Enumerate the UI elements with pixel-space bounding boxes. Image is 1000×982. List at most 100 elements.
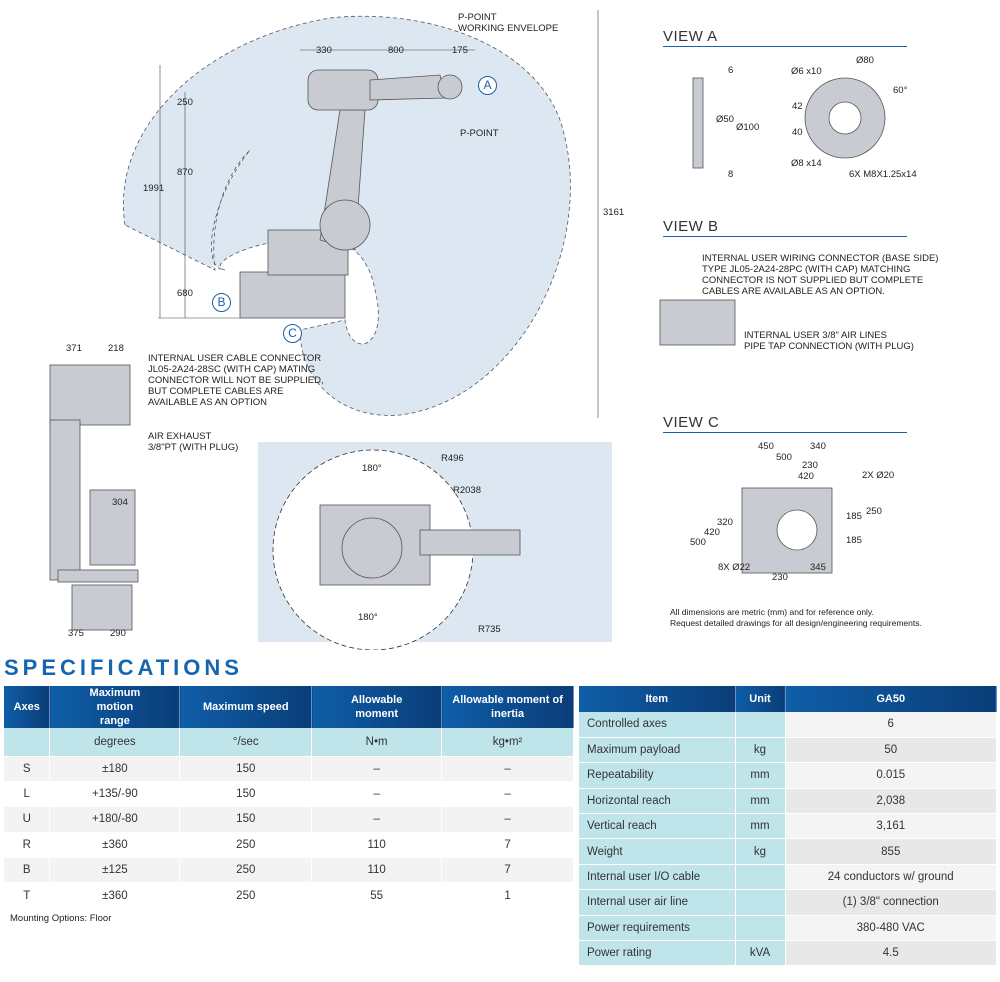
unit-cell <box>4 728 51 757</box>
table-cell: Horizontal reach <box>579 788 736 815</box>
table-cell: kg <box>735 838 786 865</box>
dim-40: 40 <box>792 127 803 138</box>
table-cell: Power requirements <box>579 915 736 942</box>
dim-3161: 3161 <box>603 207 625 218</box>
table-cell: 250 <box>179 857 313 884</box>
angle-60: 60° <box>893 85 908 96</box>
table-cell: mm <box>735 762 786 789</box>
table-cell: 7 <box>441 857 574 884</box>
note-line: INTERNAL USER CABLE CONNECTOR <box>148 353 322 364</box>
col-header: Allowable moment <box>311 686 443 728</box>
table-cell: Internal user air line <box>579 889 736 916</box>
specifications-heading: SPECIFICATIONS <box>4 655 243 680</box>
robot-top-view <box>319 504 521 586</box>
dim-420: 420 <box>704 527 720 538</box>
unit-cell: kg•m² <box>441 728 574 757</box>
table-cell: – <box>311 756 443 782</box>
table-cell: 150 <box>179 756 313 782</box>
table-cell: Maximum payload <box>579 737 736 764</box>
col-header: Unit <box>735 686 786 712</box>
table-cell: 1 <box>441 882 574 909</box>
table-cell: kVA <box>735 940 786 967</box>
table-cell: ±180 <box>49 756 181 782</box>
p-point-label: P-POINT <box>460 128 499 139</box>
dim-175: 175 <box>452 45 468 56</box>
table-cell: 380-480 VAC <box>785 915 997 942</box>
note-line: CONNECTOR IS NOT SUPPLIED BUT COMPLETE <box>702 275 924 286</box>
table-cell <box>735 915 786 942</box>
col-header: Allowable moment of inertia <box>441 686 574 728</box>
table-cell: Vertical reach <box>579 813 736 840</box>
dim-185-b: 185 <box>846 535 862 546</box>
table-cell: +180/-80 <box>49 806 181 833</box>
view-b-title: VIEW B <box>663 218 907 237</box>
dim-42: 42 <box>792 101 803 112</box>
dim-185-a: 185 <box>846 511 862 522</box>
note-line: INTERNAL USER 3/8" AIR LINES <box>744 330 887 341</box>
table-cell: ±360 <box>49 832 181 859</box>
angle-180-top: 180° <box>362 463 382 474</box>
mounting-options: Mounting Options: Floor <box>10 913 112 924</box>
table-cell: 150 <box>179 806 313 833</box>
table-cell: mm <box>735 788 786 815</box>
note-line: AVAILABLE AS AN OPTION <box>148 397 267 408</box>
dim-d50: Ø50 <box>716 114 734 125</box>
dim-500-top: 500 <box>776 452 792 463</box>
table-cell: 50 <box>785 737 997 764</box>
dim-371: 371 <box>66 343 82 354</box>
table-cell: – <box>441 806 574 833</box>
table-cell: Power rating <box>579 940 736 967</box>
table-cell <box>735 864 786 891</box>
table-cell: 7 <box>441 832 574 859</box>
envelope-label-line: P-POINT <box>458 12 497 23</box>
dim-330: 330 <box>316 45 332 56</box>
dim-680: 680 <box>177 288 193 299</box>
dim-d8x14: Ø8 x14 <box>791 158 822 169</box>
note-line: AIR EXHAUST <box>148 431 212 442</box>
unit-cell: N•m <box>311 728 443 757</box>
table-cell: Controlled axes <box>579 712 736 738</box>
col-header: Axes <box>4 686 51 728</box>
technical-drawings <box>49 10 886 650</box>
dim-320: 320 <box>717 517 733 528</box>
table-cell: 250 <box>179 832 313 859</box>
table-cell: 3,161 <box>785 813 997 840</box>
table-cell: 55 <box>311 882 443 909</box>
table-cell: R <box>4 832 51 859</box>
disclaimer-line: Request detailed drawings for all design… <box>670 618 922 628</box>
table-cell: – <box>441 756 574 782</box>
dim-230: 230 <box>772 572 788 583</box>
dim-870: 870 <box>177 167 193 178</box>
table-cell: +135/-90 <box>49 781 181 808</box>
unit-cell: degrees <box>49 728 181 757</box>
dim-230-top: 230 <box>802 460 818 471</box>
view-detail-drawings <box>659 77 886 574</box>
note-line: CABLES ARE AVAILABLE AS AN OPTION. <box>702 286 885 297</box>
table-row: Internal user air line(1) 3/8" connectio… <box>579 889 997 916</box>
unit-cell: °/sec <box>179 728 313 757</box>
table-cell: mm <box>735 813 786 840</box>
dim-d6x10: Ø6 x10 <box>791 66 822 77</box>
table-cell: 150 <box>179 781 313 808</box>
dim-d100: Ø100 <box>736 122 760 133</box>
table-cell: L <box>4 781 51 808</box>
callout-b: B <box>212 293 231 312</box>
table-cell <box>735 712 786 738</box>
envelope-label-line: WORKING ENVELOPE <box>458 23 559 34</box>
col-header: GA50 <box>785 686 997 712</box>
col-header: Maximum speed <box>179 686 313 728</box>
note-line: INTERNAL USER WIRING CONNECTOR (BASE SID… <box>702 253 939 264</box>
table-cell: B <box>4 857 51 884</box>
dim-340: 340 <box>810 441 826 452</box>
dim-8x22: 8X Ø22 <box>718 562 751 573</box>
